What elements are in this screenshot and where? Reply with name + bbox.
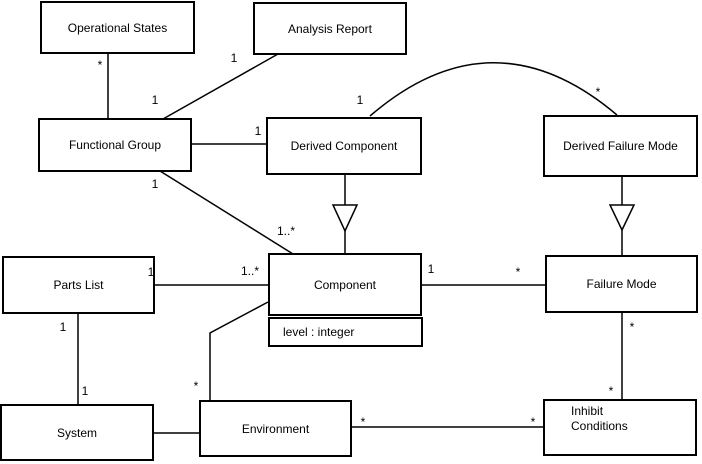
multiplicity-label: *	[97, 58, 103, 72]
class-attribute-compartment-component: level : integer	[268, 317, 423, 347]
class-box-system: System	[0, 404, 154, 461]
class-name: System	[56, 425, 97, 440]
multiplicity-label: *	[360, 415, 366, 429]
multiplicity-label: *	[530, 415, 536, 429]
class-name: Functional Group	[68, 138, 162, 152]
multiplicity-label: 1	[254, 124, 262, 138]
multiplicity-label: *	[629, 320, 635, 334]
multiplicity-label: 1	[151, 93, 159, 107]
association-elbow-component-environment	[209, 301, 269, 401]
generalization-triangle-icon	[331, 204, 359, 233]
multiplicity-label: *	[595, 85, 601, 99]
class-name: Derived Component	[290, 139, 398, 153]
multiplicity-label: *	[193, 379, 199, 393]
class-name: Failure Mode	[586, 277, 657, 291]
multiplicity-label: 1	[151, 177, 159, 191]
association-line-analysis-report-functional-group	[162, 53, 279, 120]
class-box-operational-states: Operational States	[40, 1, 195, 54]
class-box-derived-component: Derived Component	[266, 117, 422, 175]
class-box-failure-mode: Failure Mode	[545, 255, 698, 313]
class-box-functional-group: Functional Group	[38, 118, 192, 172]
class-box-environment: Environment	[199, 400, 352, 457]
association-line-functional-group-component	[159, 170, 294, 255]
multiplicity-label: 1	[356, 93, 364, 107]
multiplicity-label: *	[608, 384, 614, 398]
class-box-analysis-report: Analysis Report	[253, 2, 407, 55]
multiplicity-label: 1..*	[276, 224, 296, 238]
multiplicity-label: 1	[81, 384, 89, 398]
class-name: Parts List	[53, 278, 104, 292]
generalization-triangle-icon	[608, 204, 636, 232]
class-attribute: level : integer	[283, 325, 355, 339]
class-name: Analysis Report	[287, 21, 373, 36]
class-box-parts-list: Parts List	[2, 256, 155, 314]
multiplicity-label: *	[515, 265, 521, 279]
multiplicity-label: 1	[230, 51, 238, 65]
multiplicity-label: 1	[147, 265, 155, 279]
class-box-inhibit-conditions: Inhibit Conditions	[543, 399, 697, 456]
class-name-line: Inhibit	[571, 404, 604, 418]
class-name: Component	[313, 277, 377, 292]
class-box-component: Component	[268, 253, 422, 316]
multiplicity-label: 1..*	[240, 264, 260, 278]
class-box-derived-failure-mode: Derived Failure Mode	[543, 115, 698, 177]
class-name: Environment	[241, 421, 310, 436]
association-arc-derived-component-derived-failure-mode	[369, 62, 618, 117]
class-name-line: Conditions	[571, 419, 628, 433]
multiplicity-label: 1	[427, 262, 435, 276]
class-name: Derived Failure Mode	[563, 139, 678, 153]
multiplicity-label: 1	[59, 320, 67, 334]
class-name: Operational States	[67, 20, 168, 35]
